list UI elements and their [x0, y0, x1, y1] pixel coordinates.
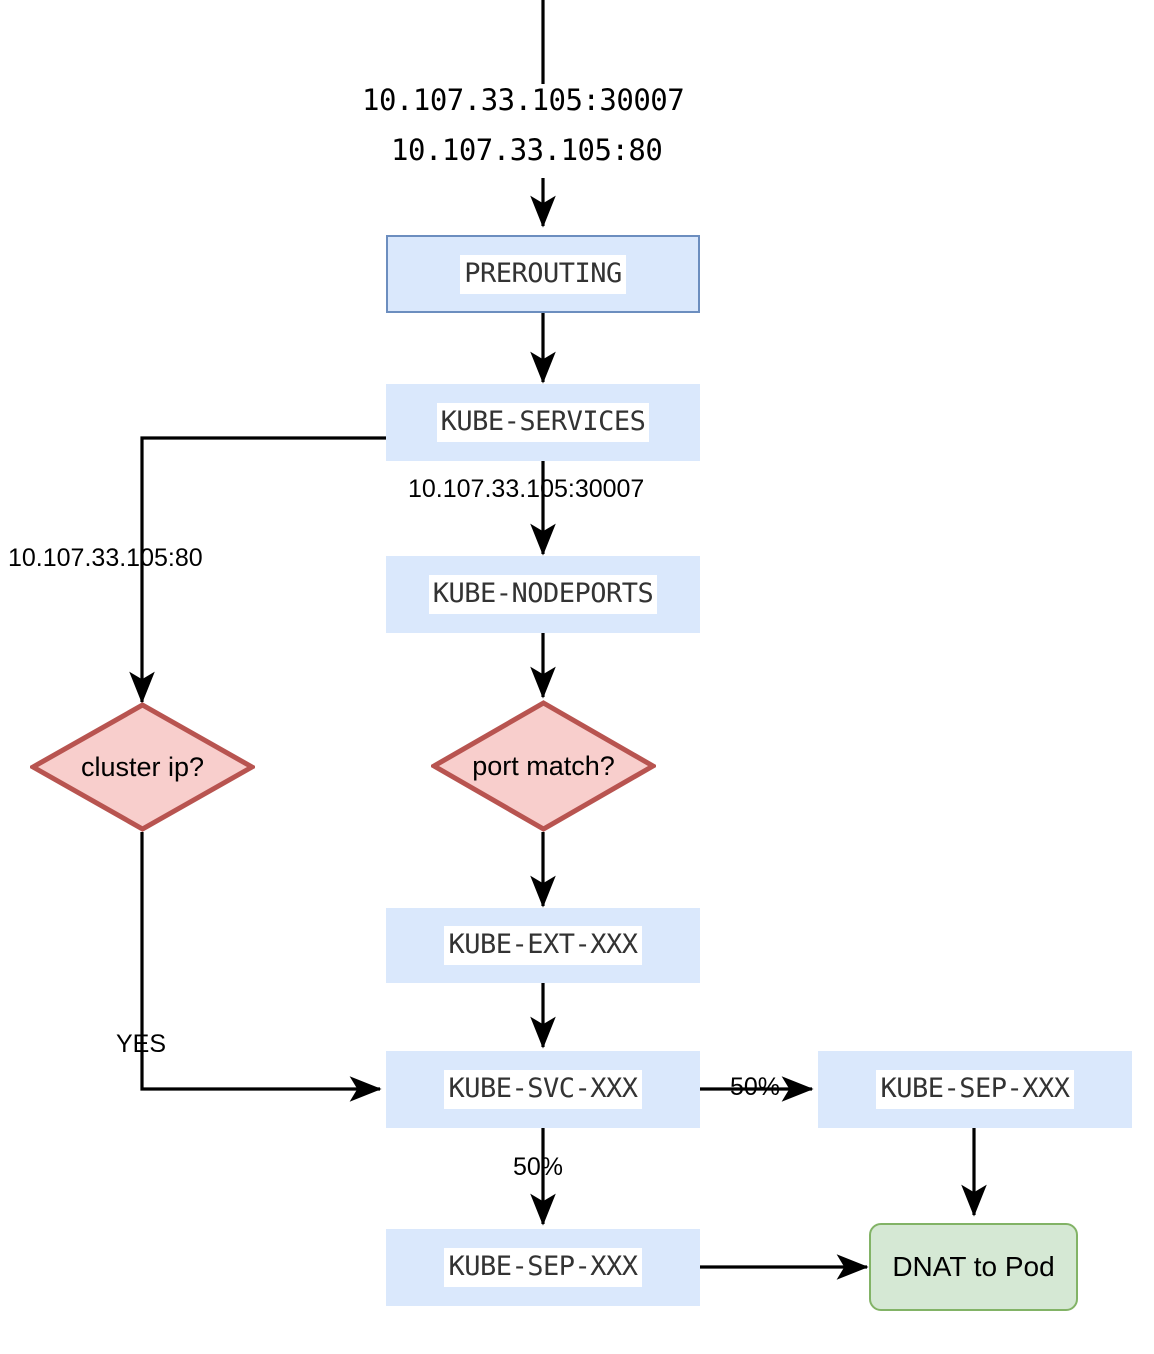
decision-cluster-ip-label: cluster ip?	[80, 751, 205, 782]
edge-clusterip-yes-to-svc	[140, 832, 382, 1102]
edge-label-svc-to-sep-bottom: 50%	[513, 1153, 564, 1181]
entry-label-nodeport: 10.107.33.105:30007	[362, 83, 685, 117]
node-prerouting[interactable]: PREROUTING	[386, 235, 700, 313]
node-dnat-to-pod-label: DNAT to Pod	[892, 1251, 1055, 1282]
node-kube-ext-label: KUBE-EXT-XXX	[444, 926, 642, 965]
node-kube-svc-label: KUBE-SVC-XXX	[444, 1070, 642, 1109]
node-kube-sep-bottom-label: KUBE-SEP-XXX	[444, 1248, 642, 1287]
entry-label-clusterip: 10.107.33.105:80	[391, 133, 663, 167]
node-kube-sep-right-label: KUBE-SEP-XXX	[876, 1070, 1074, 1109]
edge-label-services-to-clusterip: 10.107.33.105:80	[8, 544, 203, 572]
decision-cluster-ip[interactable]: cluster ip?	[30, 702, 255, 832]
diamond-shape-port-match	[431, 700, 656, 832]
node-kube-nodeports[interactable]: KUBE-NODEPORTS	[386, 556, 700, 633]
node-prerouting-label: PREROUTING	[460, 254, 626, 294]
node-kube-services-label: KUBE-SERVICES	[436, 403, 650, 442]
diamond-shape-cluster-ip	[30, 702, 255, 832]
node-kube-sep-right[interactable]: KUBE-SEP-XXX	[818, 1051, 1132, 1128]
node-kube-svc[interactable]: KUBE-SVC-XXX	[386, 1051, 700, 1128]
node-kube-ext[interactable]: KUBE-EXT-XXX	[386, 908, 700, 983]
decision-port-match-label: port match?	[472, 750, 615, 781]
edge-label-services-to-nodeports: 10.107.33.105:30007	[408, 475, 645, 503]
edge-label-clusterip-yes: YES	[116, 1030, 167, 1058]
node-kube-services[interactable]: KUBE-SERVICES	[386, 384, 700, 461]
node-dnat-to-pod[interactable]: DNAT to Pod	[869, 1223, 1078, 1311]
node-kube-sep-bottom[interactable]: KUBE-SEP-XXX	[386, 1229, 700, 1306]
edge-label-svc-to-sep-right: 50%	[730, 1073, 781, 1101]
node-kube-nodeports-label: KUBE-NODEPORTS	[428, 575, 658, 614]
decision-port-match[interactable]: port match?	[431, 700, 656, 832]
